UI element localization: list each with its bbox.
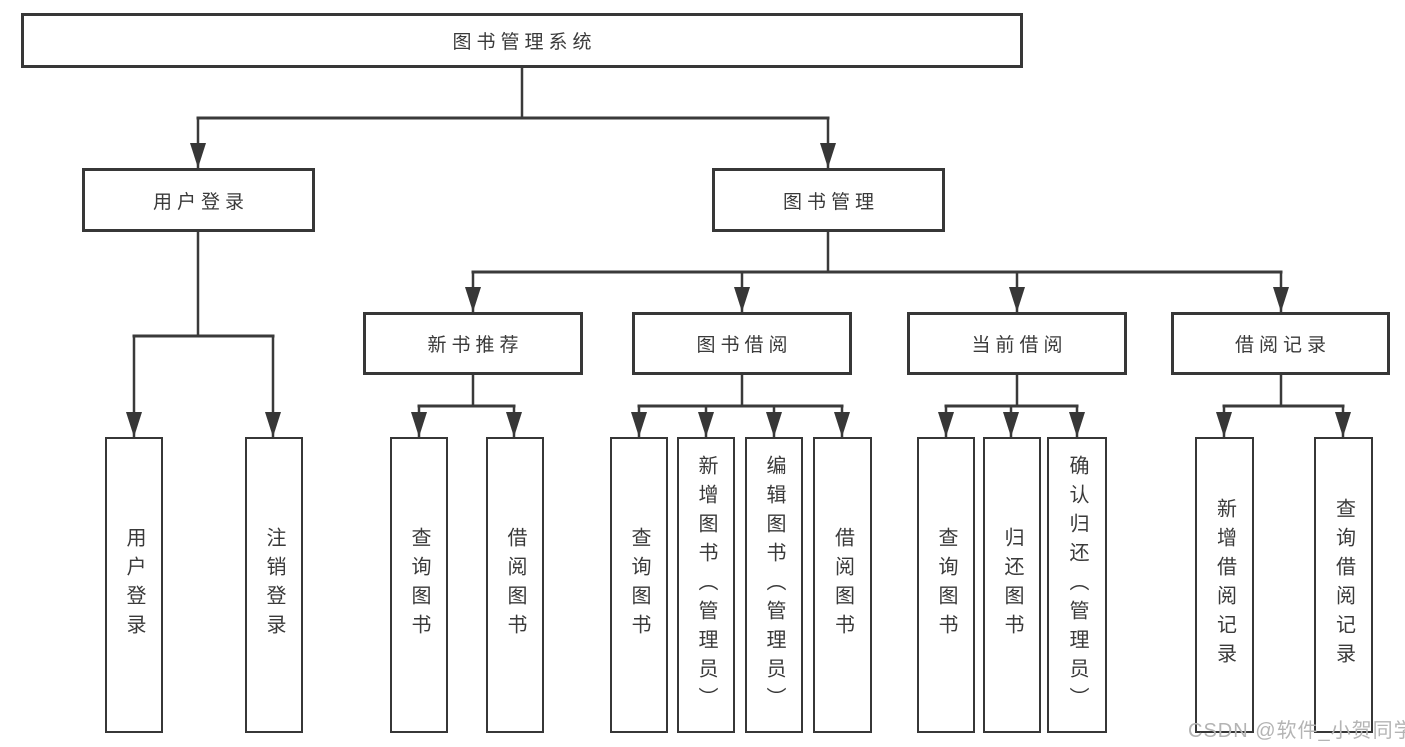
leaf-borrowing-search-book: 查询图书 xyxy=(610,437,668,733)
node-borrowing-records: 借阅记录 xyxy=(1171,312,1390,375)
leaf-borrowing-borrow-book: 借阅图书 xyxy=(813,437,872,733)
leaf-borrowing-edit-book-admin: 编辑图书（管理员） xyxy=(745,437,803,733)
leaf-current-return-book: 归还图书 xyxy=(983,437,1041,733)
leaf-newbooks-search-book: 查询图书 xyxy=(390,437,448,733)
node-book-borrowing: 图书借阅 xyxy=(632,312,852,375)
leaf-records-search-record: 查询借阅记录 xyxy=(1314,437,1373,733)
node-current-borrowing: 当前借阅 xyxy=(907,312,1127,375)
leaf-current-confirm-return-admin: 确认归还（管理员） xyxy=(1047,437,1107,733)
node-user-login: 用户登录 xyxy=(82,168,315,232)
node-root: 图书管理系统 xyxy=(21,13,1023,68)
leaf-newbooks-borrow-book: 借阅图书 xyxy=(486,437,544,733)
leaf-user-login: 用户登录 xyxy=(105,437,163,733)
csdn-watermark: CSDN @软件_小贺同学 xyxy=(1188,720,1405,742)
leaf-borrowing-add-book-admin: 新增图书（管理员） xyxy=(677,437,735,733)
leaf-logout: 注销登录 xyxy=(245,437,303,733)
node-book-management: 图书管理 xyxy=(712,168,945,232)
leaf-records-add-record: 新增借阅记录 xyxy=(1195,437,1254,733)
leaf-current-search-book: 查询图书 xyxy=(917,437,975,733)
node-new-book-recommend: 新书推荐 xyxy=(363,312,583,375)
